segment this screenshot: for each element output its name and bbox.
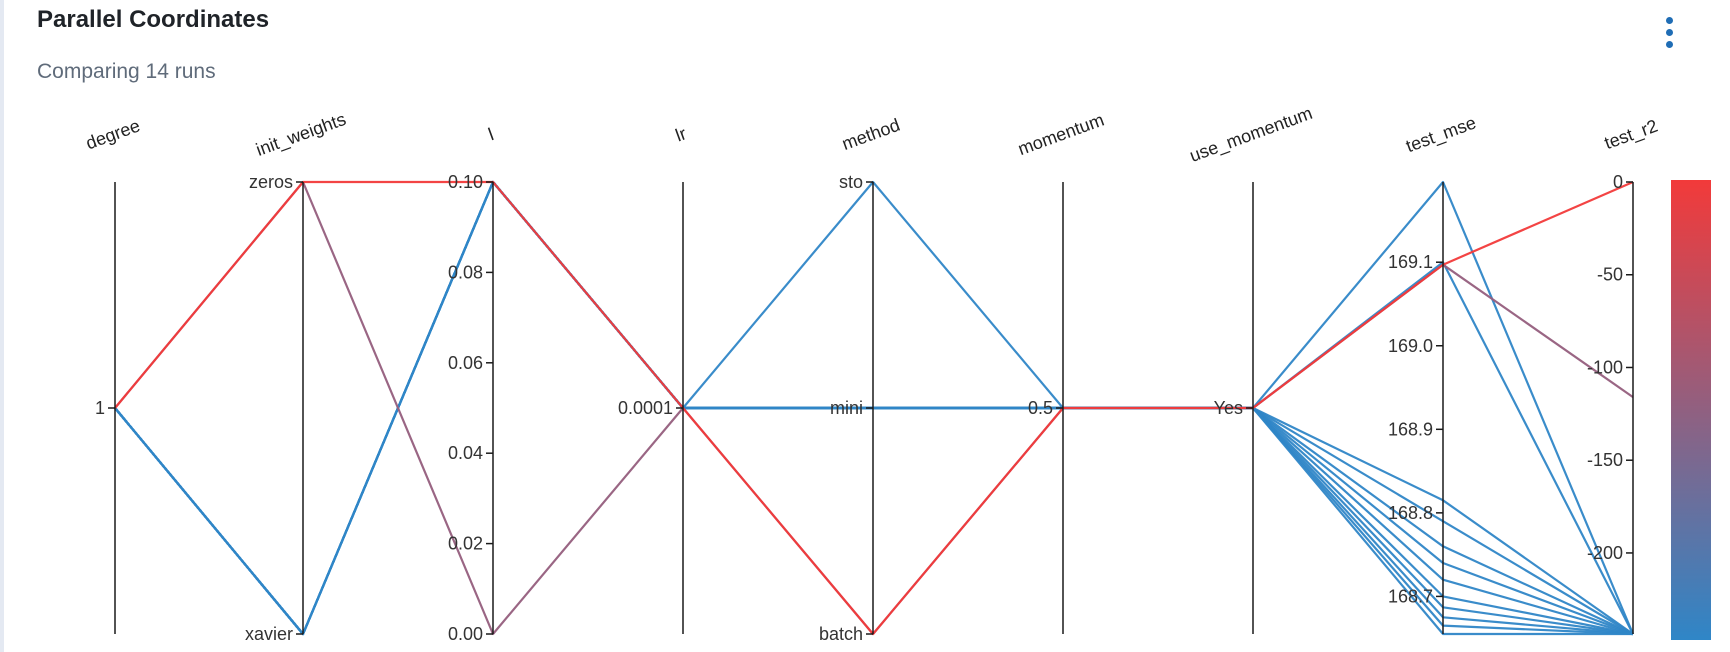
axis-method[interactable]: sto mini batch method [819,115,903,644]
tick-label: mini [830,398,863,418]
color-scale-bar [1671,180,1711,640]
axis-lr[interactable]: 0.0001 lr [618,123,689,634]
axis-use_momentum[interactable]: Yes use_momentum [1187,103,1315,634]
panel-title: Parallel Coordinates [37,6,270,33]
tick-label: -100 [1587,357,1623,377]
tick-label: 0.0001 [618,398,673,418]
menu-dot [1665,16,1673,24]
axis-title-use_momentum[interactable]: use_momentum [1187,103,1315,167]
panel-subtitle: Comparing 14 runs [37,60,216,83]
tick-label: 0 [1613,172,1623,192]
tick-label: sto [839,172,863,192]
run-lines [114,180,1635,636]
menu-dot [1665,40,1673,48]
tick-label: -50 [1597,265,1623,285]
axis-title-degree[interactable]: degree [83,115,143,153]
tick-label: -200 [1587,543,1623,563]
tick-label: 0.5 [1028,398,1053,418]
panel-left-border [0,0,4,652]
axis-title-l[interactable]: l [486,124,497,144]
tick-label: xavier [245,624,293,644]
tick-label: zeros [249,172,293,192]
axis-title-init_weights[interactable]: init_weights [253,109,349,161]
tick-label: 0.04 [448,443,483,463]
axis-title-test_r2[interactable]: test_r2 [1602,116,1661,155]
tick-label: 0.10 [448,172,483,192]
tick-label: 168.7 [1388,586,1433,606]
tick-label: 168.8 [1388,503,1433,523]
tick-label: 169.0 [1388,336,1433,356]
tick-label: -150 [1587,450,1623,470]
axis-degree[interactable]: 1 degree [83,115,143,634]
axis-title-momentum[interactable]: momentum [1015,110,1106,160]
axis-momentum[interactable]: 0.5 momentum [1015,110,1107,634]
tick-label: 0.08 [448,262,483,282]
tick-label: 0.00 [448,624,483,644]
axis-title-test_mse[interactable]: test_mse [1403,112,1479,157]
tick-label: 168.9 [1388,419,1433,439]
tick-label: 1 [95,398,105,418]
menu-dot [1665,28,1673,36]
tick-label: Yes [1214,398,1243,418]
axis-title-method[interactable]: method [839,115,902,154]
tick-label: batch [819,624,863,644]
tick-label: 169.1 [1388,252,1433,272]
tick-label: 0.06 [448,353,483,373]
more-vertical-icon[interactable] [1655,10,1683,54]
axis-title-lr[interactable]: lr [673,123,689,145]
tick-label: 0.02 [448,534,483,554]
axis-l[interactable]: 0.10 0.08 0.06 0.04 0.02 0.00 l [448,124,496,644]
axes: 1degreezerosxavierinit_weights0.100.080.… [83,103,1660,644]
axis-test_r2[interactable]: 0 -50 -100 -150 -200 test_r2 [1587,116,1661,634]
